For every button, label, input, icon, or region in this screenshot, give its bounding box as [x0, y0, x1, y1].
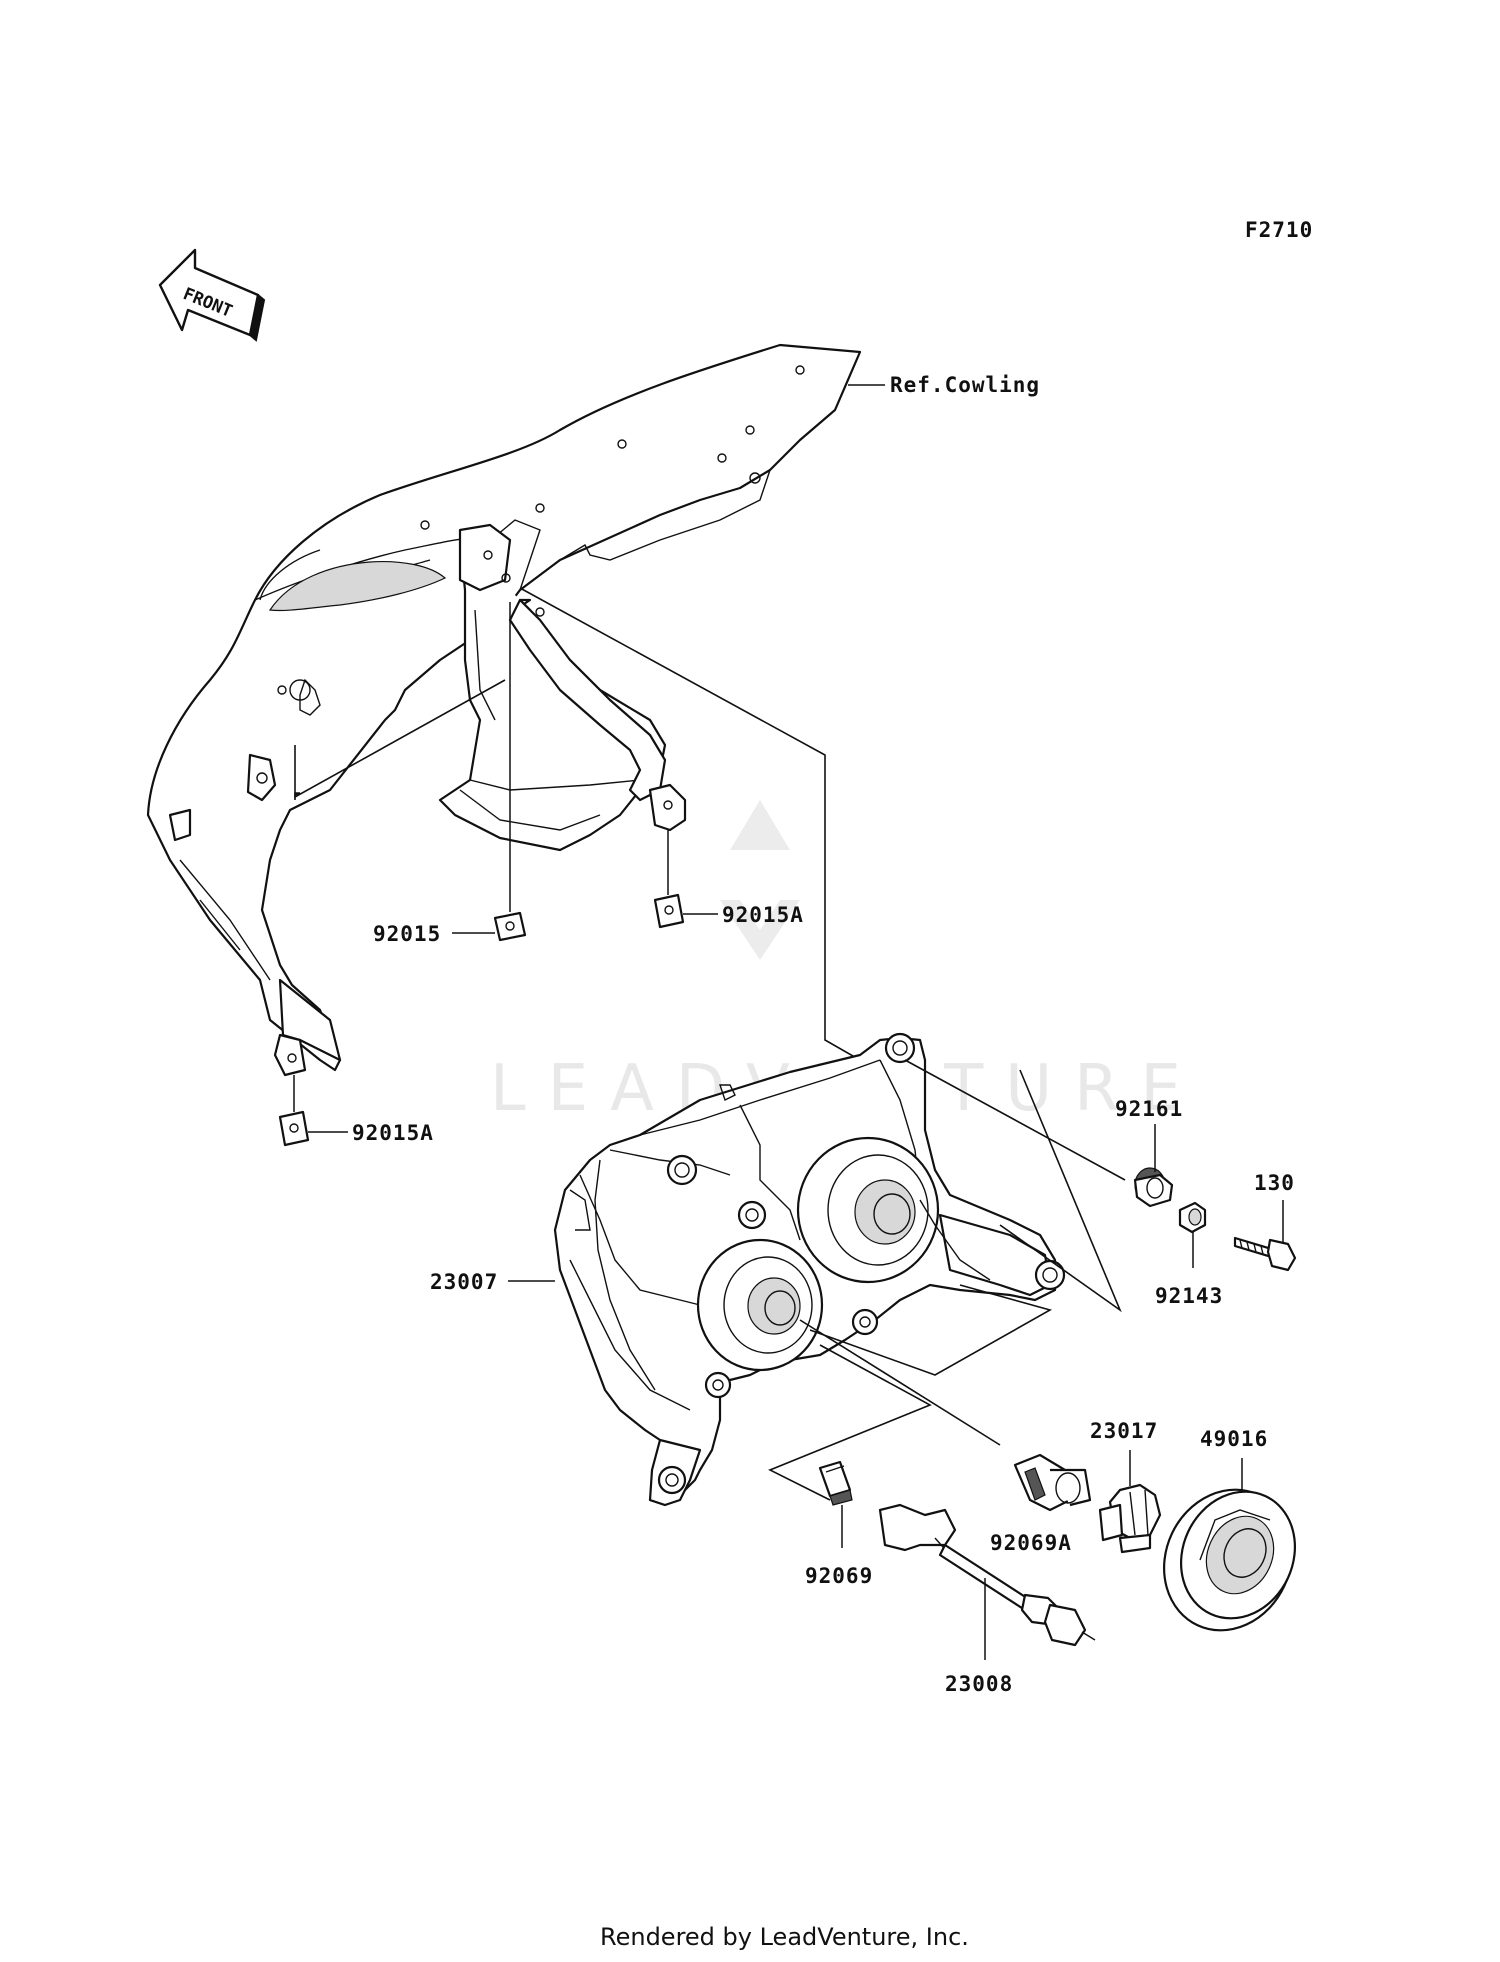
part-label-92015a-lower: 92015A — [352, 1121, 434, 1145]
part-label-92015a-upper: 92015A — [722, 903, 804, 927]
socket-23017 — [1098, 1483, 1162, 1554]
collar-92143 — [1178, 1201, 1207, 1234]
part-label-92143: 92143 — [1155, 1284, 1223, 1308]
part-label-130: 130 — [1254, 1171, 1295, 1195]
part-label-92161: 92161 — [1115, 1097, 1183, 1121]
nut-92015 — [493, 911, 527, 942]
part-label-49016: 49016 — [1200, 1427, 1268, 1451]
bulb-92069 — [818, 1460, 853, 1506]
wiring-harness-23008 — [878, 1503, 1096, 1647]
bolt-130 — [1233, 1236, 1297, 1272]
part-label-23008: 23008 — [945, 1672, 1013, 1696]
part-label-23007: 23007 — [430, 1270, 498, 1294]
headlight-housing — [553, 1032, 1066, 1507]
grommet-92161 — [1133, 1167, 1174, 1208]
footer-credit: Rendered by LeadVenture, Inc. — [600, 1923, 969, 1951]
figure-code: F2710 — [1245, 218, 1313, 242]
bulb-92069a — [1013, 1453, 1092, 1512]
nut-92015a-upper — [653, 893, 685, 929]
nut-92015a-lower — [278, 1110, 310, 1147]
part-label-92015: 92015 — [373, 922, 441, 946]
part-label-92069: 92069 — [805, 1564, 873, 1588]
part-label-23017: 23017 — [1090, 1419, 1158, 1443]
part-label-92069a: 92069A — [990, 1531, 1072, 1555]
cowling-bracket — [146, 343, 862, 1077]
dust-cover-49016 — [1162, 1488, 1297, 1632]
front-arrow-icon: FRONT — [158, 248, 266, 342]
ref-cowling-label: Ref.Cowling — [890, 373, 1040, 397]
